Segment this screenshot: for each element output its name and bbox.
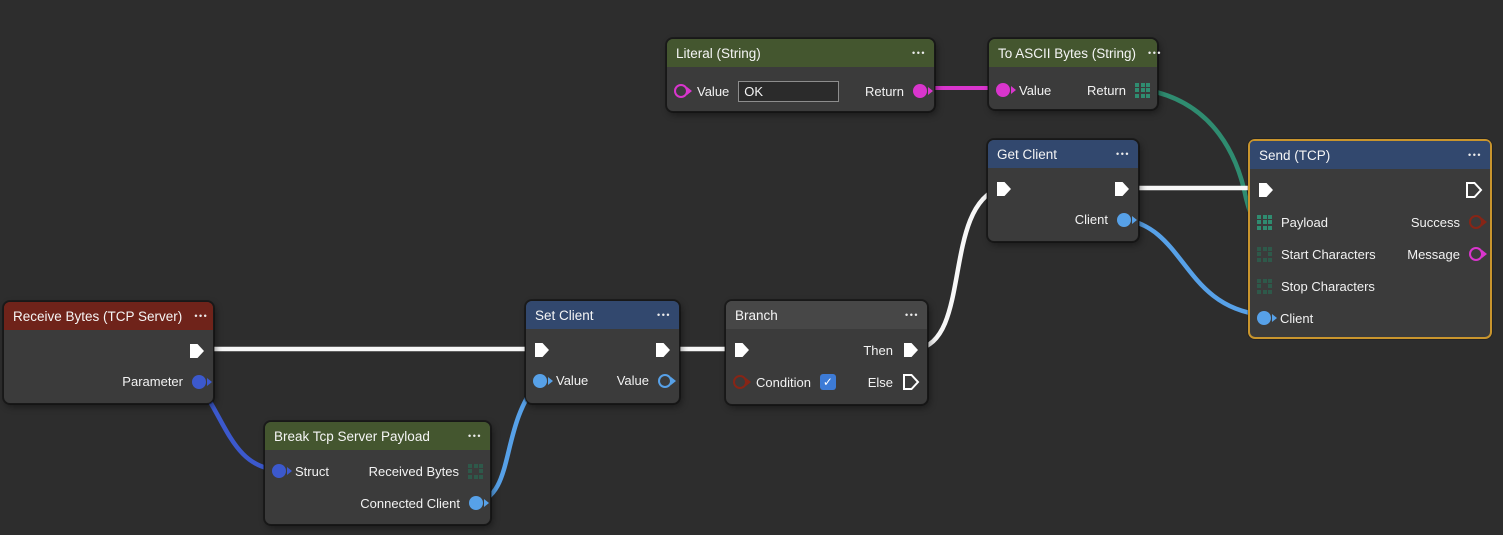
node-title: Send (TCP) <box>1259 147 1331 163</box>
node-literal-string[interactable]: Literal (String) ••• Value Return <box>666 38 935 112</box>
pin-start-characters-input[interactable] <box>1257 246 1272 262</box>
node-title: Branch <box>735 307 778 323</box>
pin-connected-client-output[interactable] <box>469 496 483 510</box>
pin-else-output[interactable] <box>902 373 920 391</box>
node-to-ascii-bytes[interactable]: To ASCII Bytes (String) ••• Value Return <box>988 38 1161 110</box>
pin-label: Success <box>1410 214 1460 230</box>
pin-success-output[interactable] <box>1469 215 1483 229</box>
node-menu-icon[interactable]: ••• <box>1148 48 1162 58</box>
check-icon: ✓ <box>822 375 833 389</box>
pin-label: Client <box>1074 212 1108 227</box>
pin-client-input[interactable] <box>1257 311 1271 325</box>
node-title: Receive Bytes (TCP Server) <box>13 308 183 324</box>
pin-label: Value <box>1019 82 1052 98</box>
node-menu-icon[interactable]: ••• <box>468 431 482 441</box>
pin-exec-out[interactable] <box>654 341 672 359</box>
pin-label: Value <box>616 373 649 388</box>
pin-label: Value <box>556 373 589 388</box>
node-header[interactable]: To ASCII Bytes (String) ••• <box>989 39 1161 67</box>
node-title: Literal (String) <box>676 45 761 61</box>
node-receive-bytes-tcp-server[interactable]: Receive Bytes (TCP Server) ••• Parameter <box>3 301 214 404</box>
node-header[interactable]: Get Client ••• <box>988 140 1138 168</box>
pin-payload-input[interactable] <box>1257 214 1272 230</box>
pin-label: Else <box>867 374 893 390</box>
pin-message-output[interactable] <box>1469 247 1483 261</box>
pin-label: Parameter <box>122 374 183 389</box>
pin-value-input[interactable] <box>533 373 547 388</box>
pin-value-input[interactable] <box>674 84 688 98</box>
wire-toascii-return-to-send-payload[interactable] <box>1144 87 1266 222</box>
node-set-client[interactable]: Set Client ••• Value Value <box>525 300 680 404</box>
pin-label: Then <box>863 342 893 358</box>
pin-value-input[interactable] <box>996 83 1010 97</box>
pin-exec-in[interactable] <box>995 180 1013 198</box>
pin-label: Message <box>1407 246 1460 262</box>
pin-label: Payload <box>1281 214 1328 230</box>
pin-label: Value <box>697 83 730 99</box>
node-menu-icon[interactable]: ••• <box>657 310 671 320</box>
node-menu-icon[interactable]: ••• <box>1468 150 1482 160</box>
node-title: Get Client <box>997 146 1058 162</box>
node-title: To ASCII Bytes (String) <box>998 45 1137 61</box>
literal-value-input[interactable] <box>738 80 840 102</box>
pin-label: Condition <box>756 374 811 390</box>
node-send-tcp[interactable]: Send (TCP) ••• Payload Success <box>1248 139 1492 339</box>
pin-exec-out[interactable] <box>1113 180 1131 198</box>
node-header[interactable]: Break Tcp Server Payload ••• <box>265 422 490 450</box>
pin-label: Return <box>864 83 904 99</box>
pin-exec-in[interactable] <box>1257 181 1275 199</box>
pin-label: Connected Client <box>360 495 460 511</box>
node-break-tcp-server-payload[interactable]: Break Tcp Server Payload ••• Struct Rece… <box>264 421 491 525</box>
condition-checkbox[interactable]: ✓ <box>819 374 836 390</box>
node-title: Break Tcp Server Payload <box>274 428 430 444</box>
pin-condition-input[interactable] <box>733 375 747 389</box>
node-title: Set Client <box>535 307 594 323</box>
pin-return-output[interactable] <box>913 84 927 98</box>
pin-then-output[interactable] <box>902 341 920 359</box>
pin-exec-in[interactable] <box>733 341 751 359</box>
pin-label: Stop Characters <box>1281 278 1375 294</box>
pin-label: Struct <box>295 463 329 479</box>
node-header[interactable]: Send (TCP) ••• <box>1250 141 1490 169</box>
pin-return-array-output[interactable] <box>1135 82 1150 98</box>
pin-parameter-output[interactable] <box>192 374 206 389</box>
node-header[interactable]: Branch ••• <box>726 301 927 329</box>
node-header[interactable]: Receive Bytes (TCP Server) ••• <box>4 302 213 330</box>
pin-stop-characters-input[interactable] <box>1257 278 1272 294</box>
pin-exec-in[interactable] <box>533 341 551 359</box>
pin-label: Return <box>1086 82 1126 98</box>
pin-exec-out[interactable] <box>1465 181 1483 199</box>
node-menu-icon[interactable]: ••• <box>905 310 919 320</box>
node-branch[interactable]: Branch ••• Then Condition ✓ <box>725 300 928 405</box>
pin-label: Received Bytes <box>368 463 459 479</box>
node-header[interactable]: Set Client ••• <box>526 301 679 329</box>
node-header[interactable]: Literal (String) ••• <box>667 39 934 67</box>
wire-getclient-client-to-send-client[interactable] <box>1119 216 1265 318</box>
pin-client-output[interactable] <box>1117 212 1131 227</box>
pin-received-bytes-output[interactable] <box>468 463 483 479</box>
pin-label: Client <box>1280 310 1314 326</box>
node-menu-icon[interactable]: ••• <box>194 311 209 321</box>
pin-struct-input[interactable] <box>272 464 286 478</box>
node-get-client[interactable]: Get Client ••• Client <box>987 139 1139 242</box>
node-menu-icon[interactable]: ••• <box>1116 149 1130 159</box>
wire-branch-then-to-getclient-exec[interactable] <box>914 185 1003 352</box>
pin-exec-out[interactable] <box>188 342 206 360</box>
node-menu-icon[interactable]: ••• <box>912 48 926 58</box>
pin-label: Start Characters <box>1281 246 1376 262</box>
pin-value-output[interactable] <box>658 373 672 388</box>
